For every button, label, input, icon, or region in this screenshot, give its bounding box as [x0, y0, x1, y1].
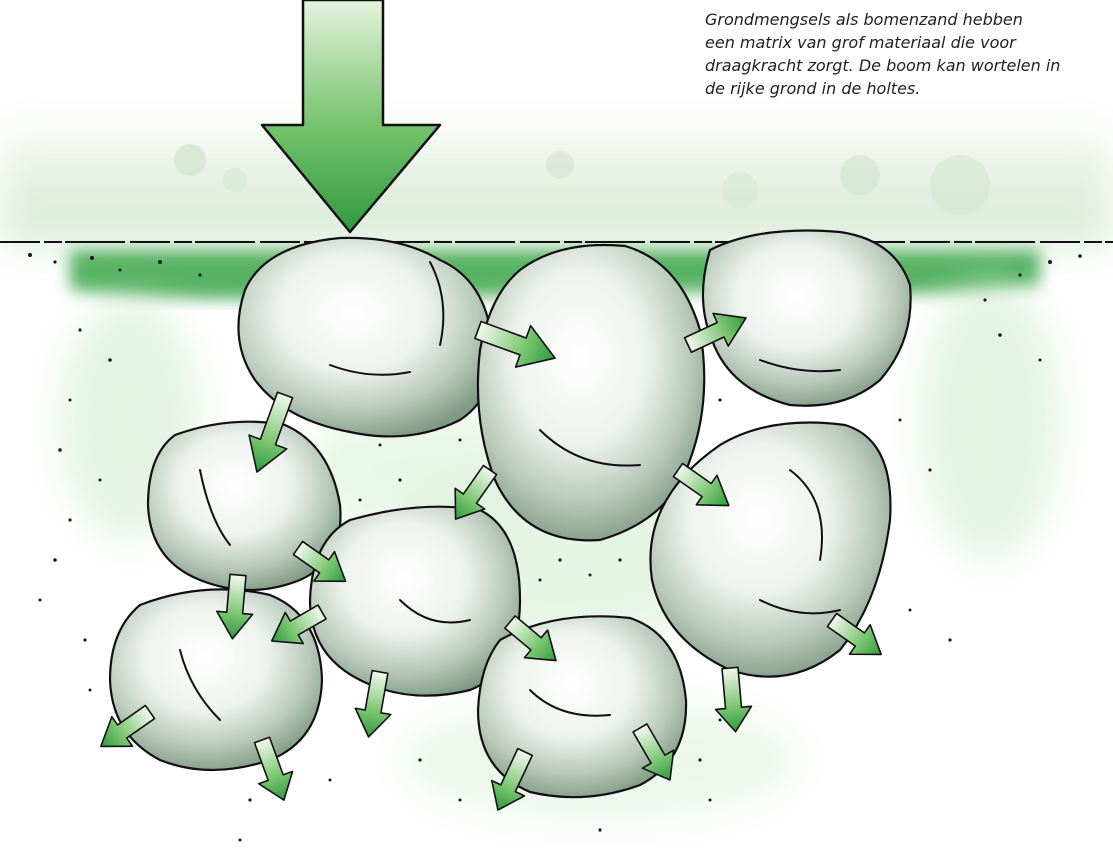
stone	[110, 589, 322, 770]
caption-line: draagkracht zorgt. De boom kan wortelen …	[705, 54, 1105, 77]
caption-line: Grondmengsels als bomenzand hebben	[705, 8, 1105, 31]
sky-haze	[0, 95, 1113, 245]
caption-line: de rijke grond in de holtes.	[705, 77, 1105, 100]
caption-line: een matrix van grof materiaal die voor	[705, 31, 1105, 54]
caption: Grondmengsels als bomenzand hebben een m…	[705, 8, 1105, 100]
